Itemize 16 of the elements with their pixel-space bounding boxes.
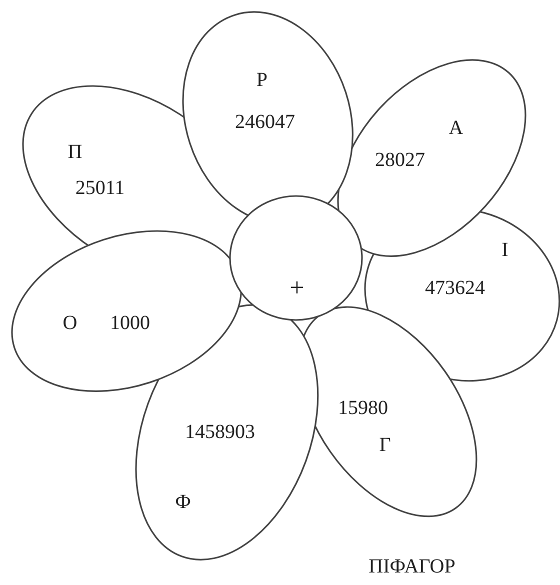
petal-text: 1000 [110, 312, 150, 333]
petal-text: 28027 [374, 150, 425, 170]
petal-text: 473624 [424, 278, 485, 298]
petal-text: 246047 [234, 112, 295, 132]
petal-text: 1458903 [184, 422, 255, 442]
caption-text: ПІФАГОР [368, 556, 456, 578]
petal-text: І [502, 240, 508, 260]
petal-text: О [62, 312, 78, 333]
plus-sign: + [290, 275, 304, 301]
petal-text: 15980 [338, 398, 388, 418]
petal-text: 25011 [75, 178, 125, 198]
petal-text: Г [379, 434, 391, 455]
petal-text: А [448, 118, 464, 138]
petal-text: Р [256, 70, 268, 90]
petal-text: Ф [175, 492, 191, 512]
petal-text: П [68, 142, 82, 162]
